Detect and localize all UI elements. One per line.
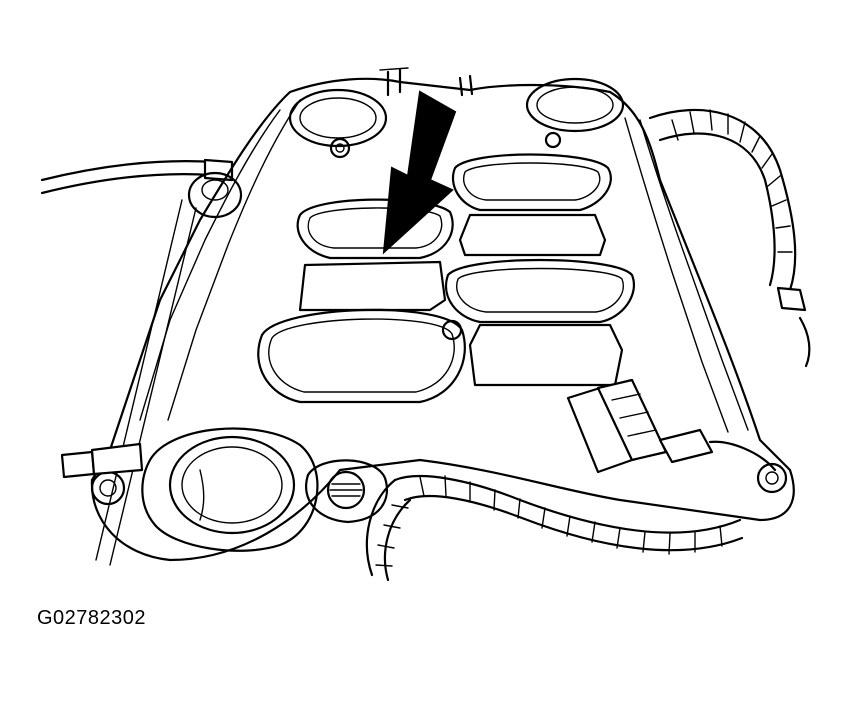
- figure-id-label: G02782302: [37, 607, 147, 629]
- electrical-connector: [566, 378, 788, 494]
- vacuum-line: [40, 158, 234, 195]
- manifold-body: [90, 77, 795, 566]
- threaded-boss: [305, 459, 388, 524]
- left-mounting-boss: [187, 171, 243, 219]
- top-studs: [379, 67, 474, 97]
- wiring-harness: [365, 108, 811, 582]
- upper-left-port: [288, 88, 388, 159]
- intake-manifold-illustration: [40, 67, 811, 582]
- pointer-arrow: [382, 90, 457, 255]
- gasket-ports: [257, 153, 635, 404]
- upper-right-port: [525, 77, 625, 149]
- left-fitting: [60, 442, 144, 479]
